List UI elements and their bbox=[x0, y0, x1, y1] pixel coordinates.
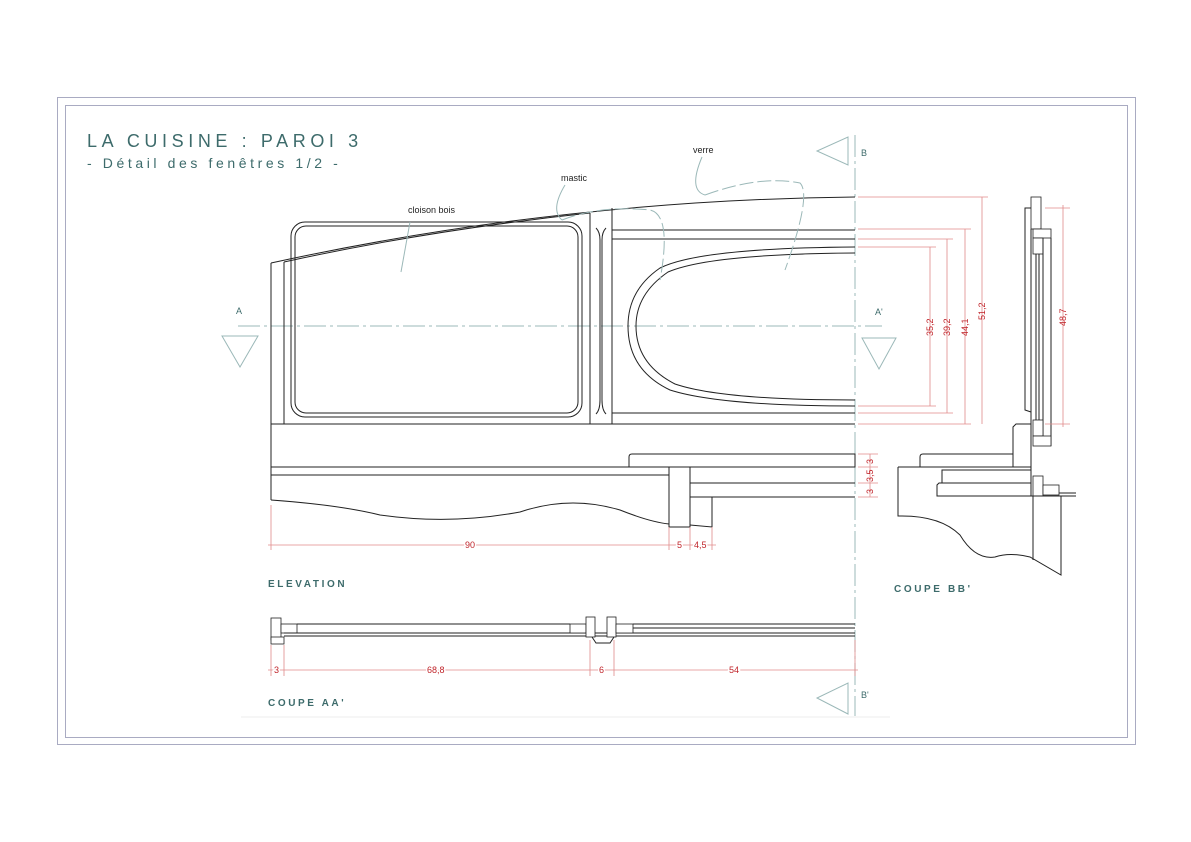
elevation-horizontal-dimensions: 90 5 4,5 bbox=[268, 505, 716, 552]
label-coupe-aa: COUPE AA' bbox=[268, 698, 347, 709]
dim-68-8: 68,8 bbox=[427, 665, 445, 675]
outer-frame bbox=[57, 97, 1136, 745]
dim-90: 90 bbox=[465, 540, 475, 550]
mark-a: A bbox=[236, 306, 242, 316]
dim-5: 5 bbox=[677, 540, 682, 550]
dim-48-7: 48,7 bbox=[1058, 308, 1068, 326]
dim-39-2: 39,2 bbox=[942, 318, 952, 336]
dim-54: 54 bbox=[729, 665, 739, 675]
dim-51-2: 51,2 bbox=[977, 302, 987, 320]
section-marker-b bbox=[815, 136, 849, 166]
mark-b: B bbox=[861, 148, 867, 158]
dim-6: 6 bbox=[599, 665, 604, 675]
label-elevation: ELEVATION bbox=[268, 579, 348, 590]
dim-sill-3-5: 3,5 bbox=[865, 469, 875, 482]
page-subtitle: - Détail des fenêtres 1/2 - bbox=[87, 155, 342, 171]
elevation-view bbox=[270, 196, 856, 528]
section-marker-a-prime bbox=[861, 337, 897, 371]
coupe-bb-dimension: 48,7 bbox=[1045, 205, 1070, 427]
mark-b-prime: B' bbox=[861, 690, 869, 700]
dim-44-1: 44,1 bbox=[960, 318, 970, 336]
coupe-aa-view bbox=[270, 616, 855, 645]
section-marker-b-prime bbox=[815, 682, 849, 715]
mark-a-prime: A' bbox=[875, 307, 883, 317]
dim-sill-3a: 3 bbox=[865, 459, 875, 464]
annotation-cloison-bois: cloison bois bbox=[408, 205, 456, 215]
annotation-verre: verre bbox=[693, 145, 714, 155]
page-title: LA CUISINE : PAROI 3 bbox=[87, 131, 363, 151]
dim-3: 3 bbox=[274, 665, 279, 675]
elevation-vertical-dimensions: 35,2 39,2 44,1 51,2 3 3,5 3 bbox=[858, 196, 988, 498]
section-marker-a bbox=[221, 335, 259, 368]
label-coupe-bb: COUPE BB' bbox=[894, 584, 973, 595]
coupe-bb-view bbox=[897, 196, 1076, 576]
dim-4-5: 4,5 bbox=[694, 540, 707, 550]
annotation-mastic: mastic bbox=[561, 173, 588, 183]
dim-35-2: 35,2 bbox=[925, 318, 935, 336]
inner-frame bbox=[65, 105, 1128, 738]
coupe-aa-dimensions: 3 68,8 6 54 bbox=[268, 640, 858, 677]
dim-sill-3b: 3 bbox=[865, 489, 875, 494]
